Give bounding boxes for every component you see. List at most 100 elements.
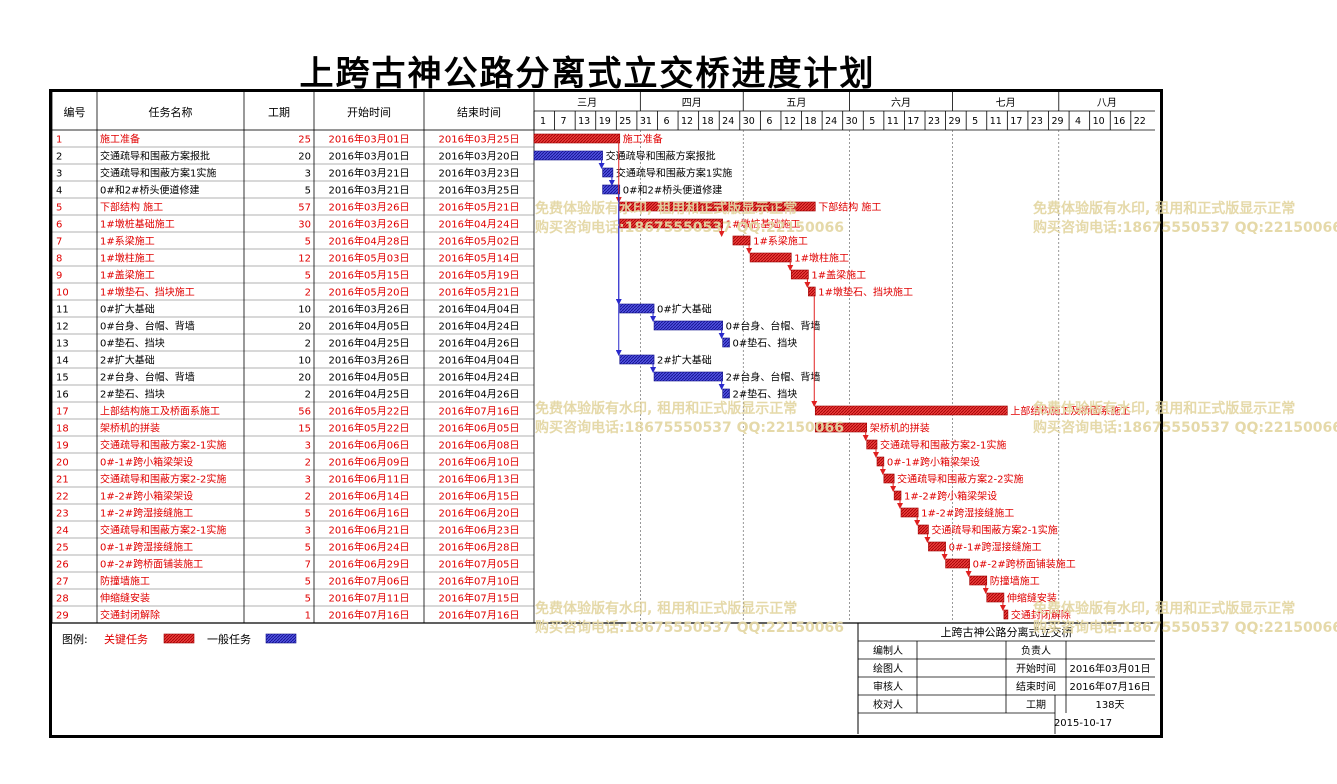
- task-no: 6: [56, 220, 62, 231]
- day-label: 25: [619, 116, 631, 127]
- task-start: 2016年04月25日: [329, 337, 410, 350]
- gantt-bar-label: 0#和2#桥头便道修建: [623, 184, 722, 197]
- day-label: 30: [846, 116, 858, 127]
- task-no: 18: [56, 424, 69, 435]
- gantt-bar: [986, 592, 1005, 603]
- task-end: 2016年07月15日: [439, 592, 520, 605]
- task-name: 0#-1#跨小箱梁架设: [100, 456, 193, 469]
- task-start: 2016年03月21日: [329, 184, 410, 197]
- task-duration: 5: [305, 543, 311, 554]
- legend-critical-label: 关键任务: [104, 632, 148, 646]
- info-start-value: 2016年03月01日: [1070, 662, 1151, 675]
- gantt-bar: [1003, 609, 1009, 620]
- day-label: 16: [1113, 116, 1125, 127]
- task-no: 8: [56, 254, 62, 265]
- gantt-bar: [533, 133, 621, 144]
- month-label: 七月: [996, 97, 1016, 109]
- info-end-value: 2016年07月16日: [1070, 680, 1151, 693]
- day-label: 1: [540, 116, 546, 127]
- task-name: 交通疏导和围蔽方案1实施: [100, 167, 216, 180]
- day-label: 29: [1051, 116, 1063, 127]
- task-name: 0#扩大基础: [100, 303, 155, 316]
- task-name: 2#垫石、挡块: [100, 388, 165, 401]
- month-label: 八月: [1097, 97, 1117, 109]
- task-no: 17: [56, 407, 69, 418]
- watermark: 免费体验版有水印, 租用和正式版显示正常购买咨询电话:18675550537 Q…: [535, 401, 844, 436]
- task-start: 2016年07月16日: [329, 609, 410, 622]
- gantt-bar: [945, 558, 970, 569]
- task-start: 2016年06月29日: [329, 558, 410, 571]
- task-duration: 56: [298, 407, 311, 418]
- task-name: 1#系梁施工: [100, 235, 155, 248]
- task-no: 4: [56, 186, 62, 197]
- day-label: 31: [640, 116, 652, 127]
- info-start-label: 开始时间: [1016, 662, 1056, 675]
- task-start: 2016年06月14日: [329, 490, 410, 503]
- day-label: 24: [722, 116, 734, 127]
- gantt-bar: [969, 575, 988, 586]
- day-label: 6: [663, 116, 669, 127]
- task-start: 2016年03月26日: [329, 218, 410, 231]
- task-name: 下部结构 施工: [100, 201, 163, 214]
- gantt-bar: [808, 286, 816, 297]
- task-start: 2016年03月26日: [329, 201, 410, 214]
- task-name: 1#墩垫石、挡块施工: [100, 286, 195, 299]
- day-label: 7: [561, 116, 567, 127]
- task-duration: 10: [298, 356, 311, 367]
- task-end: 2016年04月04日: [439, 354, 520, 367]
- task-duration: 5: [305, 577, 311, 588]
- task-end: 2016年05月21日: [439, 201, 520, 214]
- task-end: 2016年07月10日: [439, 575, 520, 588]
- task-end: 2016年04月26日: [439, 337, 520, 350]
- task-name: 1#-2#跨小箱梁架设: [100, 490, 193, 503]
- task-no: 16: [56, 390, 69, 401]
- day-label: 5: [869, 116, 875, 127]
- watermark: 免费体验版有水印, 租用和正式版显示正常购买咨询电话:18675550537 Q…: [1033, 201, 1337, 236]
- task-name: 伸缩缝安装: [100, 592, 150, 605]
- task-name: 1#盖梁施工: [100, 269, 155, 282]
- task-end: 2016年06月13日: [439, 473, 520, 486]
- day-label: 5: [972, 116, 978, 127]
- gantt-bar-label: 1#墩柱施工: [794, 252, 849, 265]
- gantt-bar-label: 交通封闭解除: [1011, 609, 1071, 622]
- task-name: 交通封闭解除: [100, 609, 160, 622]
- task-no: 19: [56, 441, 69, 452]
- task-end: 2016年06月15日: [439, 490, 520, 503]
- gantt-bar: [602, 167, 614, 178]
- gantt-bar-label: 1#盖梁施工: [811, 269, 866, 282]
- watermark: 免费体验版有水印, 租用和正式版显示正常购买咨询电话:18675550537 Q…: [535, 201, 844, 236]
- legend-critical-swatch: [163, 633, 195, 644]
- task-start: 2016年05月22日: [329, 405, 410, 418]
- task-no: 25: [56, 543, 69, 554]
- task-end: 2016年03月25日: [439, 184, 520, 197]
- task-name: 1#墩桩基础施工: [100, 218, 175, 231]
- header-start: 开始时间: [347, 105, 391, 119]
- task-duration: 57: [298, 203, 311, 214]
- task-no: 26: [56, 560, 69, 571]
- gantt-bar: [619, 303, 655, 314]
- task-start: 2016年06月21日: [329, 524, 410, 537]
- task-name: 0#台身、台帽、背墙: [100, 320, 195, 333]
- task-end: 2016年03月23日: [439, 167, 520, 180]
- task-duration: 3: [305, 526, 311, 537]
- task-no: 24: [56, 526, 69, 537]
- gantt-bar-label: 0#扩大基础: [657, 303, 712, 316]
- task-name: 上部结构施工及桥面系施工: [100, 405, 220, 418]
- task-name: 0#垫石、挡块: [100, 337, 165, 350]
- info-date: 2015-10-17: [1054, 718, 1112, 729]
- day-label: 11: [887, 116, 899, 127]
- day-label: 12: [784, 116, 796, 127]
- watermark: 免费体验版有水印, 租用和正式版显示正常购买咨询电话:18675550537 Q…: [535, 601, 844, 636]
- task-duration: 5: [305, 186, 311, 197]
- task-duration: 2: [305, 458, 311, 469]
- header-end: 结束时间: [457, 106, 501, 119]
- task-duration: 20: [298, 322, 311, 333]
- task-no: 3: [56, 169, 62, 180]
- gantt-bar-label: 交通疏导和围蔽方案1实施: [616, 167, 732, 180]
- gantt-bar: [619, 218, 723, 229]
- day-label: 30: [743, 116, 755, 127]
- task-end: 2016年07月16日: [439, 609, 520, 622]
- task-name: 交通疏导和围蔽方案报批: [100, 150, 210, 163]
- task-name: 1#墩柱施工: [100, 252, 155, 265]
